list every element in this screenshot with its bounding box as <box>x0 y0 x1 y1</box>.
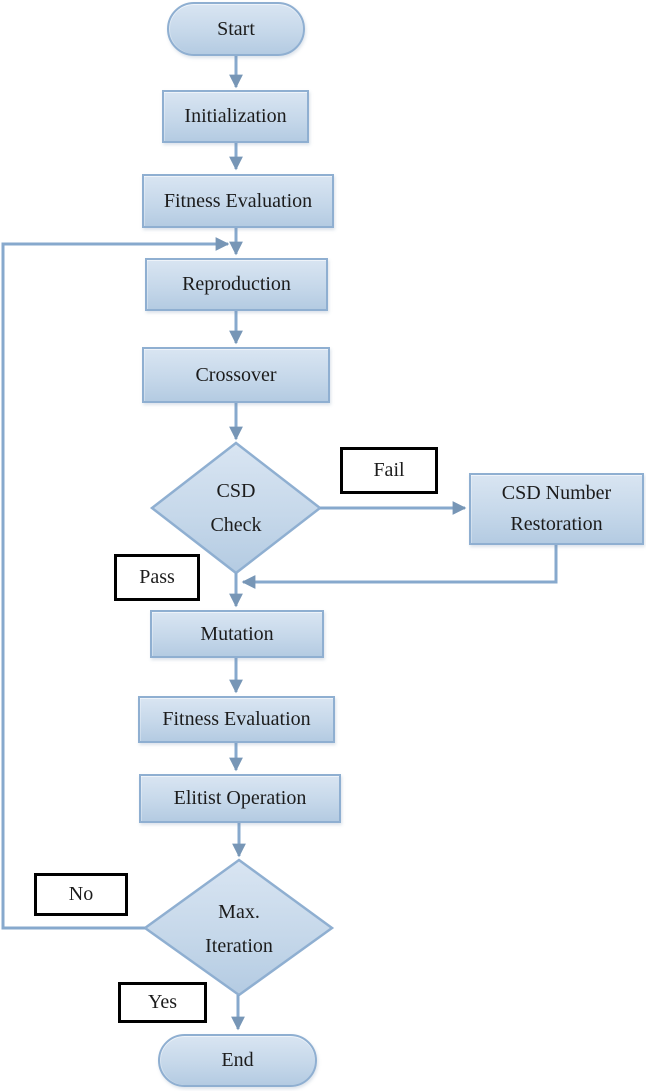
edge-label-yes-text: Yes <box>147 991 178 1013</box>
csd-check-line1: CSD <box>216 480 256 502</box>
node-end: End <box>158 1034 317 1087</box>
edge-label-yes: Yes <box>118 982 207 1023</box>
node-initialization-label: Initialization <box>184 105 287 127</box>
node-max-iteration-label: Max. Iteration <box>168 892 310 966</box>
edge-label-pass-text: Pass <box>139 566 175 588</box>
edge-label-no: No <box>34 873 128 916</box>
edge-label-fail-text: Fail <box>373 459 405 481</box>
edge-no-loopback <box>1 237 230 930</box>
node-csd-check-label: CSD Check <box>166 472 306 544</box>
edge-label-pass: Pass <box>114 554 200 601</box>
node-crossover: Crossover <box>142 347 330 403</box>
node-crossover-label: Crossover <box>195 363 277 386</box>
edge-restoration-return <box>241 545 558 589</box>
node-csd-number-restoration-label: CSD Number Restoration <box>502 478 611 540</box>
node-csd-number-restoration: CSD Number Restoration <box>469 473 644 545</box>
edge-label-fail: Fail <box>340 447 438 494</box>
node-end-label: End <box>221 1049 254 1071</box>
node-start: Start <box>167 2 305 56</box>
node-fitness-evaluation-2-label: Fitness Evaluation <box>162 708 311 730</box>
node-reproduction-label: Reproduction <box>182 273 291 295</box>
node-mutation: Mutation <box>150 610 324 658</box>
max-iteration-line1: Max. <box>218 901 260 923</box>
node-mutation-label: Mutation <box>200 622 274 645</box>
csd-check-line2: Check <box>210 514 262 536</box>
csd-restoration-line2: Restoration <box>510 513 603 535</box>
node-elitist-operation: Elitist Operation <box>139 774 341 823</box>
node-fitness-evaluation-2: Fitness Evaluation <box>138 696 335 743</box>
node-start-label: Start <box>217 17 255 40</box>
max-iteration-line2: Iteration <box>205 935 273 957</box>
node-elitist-operation-label: Elitist Operation <box>173 787 307 809</box>
node-fitness-evaluation-1: Fitness Evaluation <box>142 174 334 228</box>
node-fitness-evaluation-1-label: Fitness Evaluation <box>163 189 313 212</box>
node-reproduction: Reproduction <box>145 258 328 311</box>
node-initialization: Initialization <box>162 90 309 143</box>
csd-restoration-line1: CSD Number <box>501 482 612 504</box>
edge-label-no-text: No <box>68 883 94 905</box>
